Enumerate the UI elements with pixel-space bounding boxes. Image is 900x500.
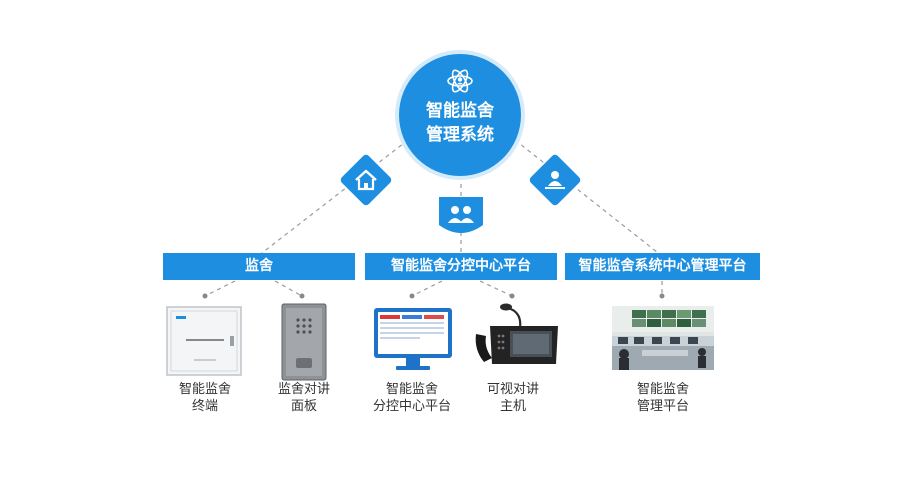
- hub-circle: 智能监舍 管理系统: [399, 54, 521, 176]
- device-label-terminal: 智能监舍 终端: [178, 382, 231, 414]
- connector-band1-dev2: [274, 280, 303, 297]
- category-band-branch-center: 智能监舍分控中心平台: [365, 253, 557, 280]
- monitor-icon: [374, 308, 452, 370]
- desk-phone-icon: [475, 303, 558, 364]
- category-band-central-management: 智能监舍系统中心管理平台: [565, 253, 760, 280]
- hub-title-line2: 管理系统: [426, 125, 494, 145]
- device-label-management-platform: 智能监舍 管理平台: [636, 382, 689, 414]
- device-label-intercom-panel: 监舍对讲 面板: [277, 382, 330, 414]
- atom-user-icon: [447, 69, 473, 93]
- group-icon: [439, 197, 483, 233]
- hub-title-line1: 智能监舍: [426, 101, 494, 121]
- control-cabinet-icon: [166, 306, 242, 376]
- home-icon: [355, 169, 377, 191]
- category-band-cell: 监舍: [163, 253, 355, 280]
- control-room-icon: [612, 306, 714, 370]
- intercom-panel-icon: [281, 303, 327, 381]
- connector-band1-dev1: [204, 280, 236, 297]
- device-label-branch-platform: 智能监舍 分控中心平台: [372, 382, 451, 414]
- connector-band2-dev4: [479, 280, 513, 297]
- connector-band2-dev3: [411, 280, 443, 297]
- manager-icon: [545, 171, 565, 189]
- device-label-video-host: 可视对讲 主机: [486, 382, 539, 414]
- connector-hub-left: [257, 139, 409, 257]
